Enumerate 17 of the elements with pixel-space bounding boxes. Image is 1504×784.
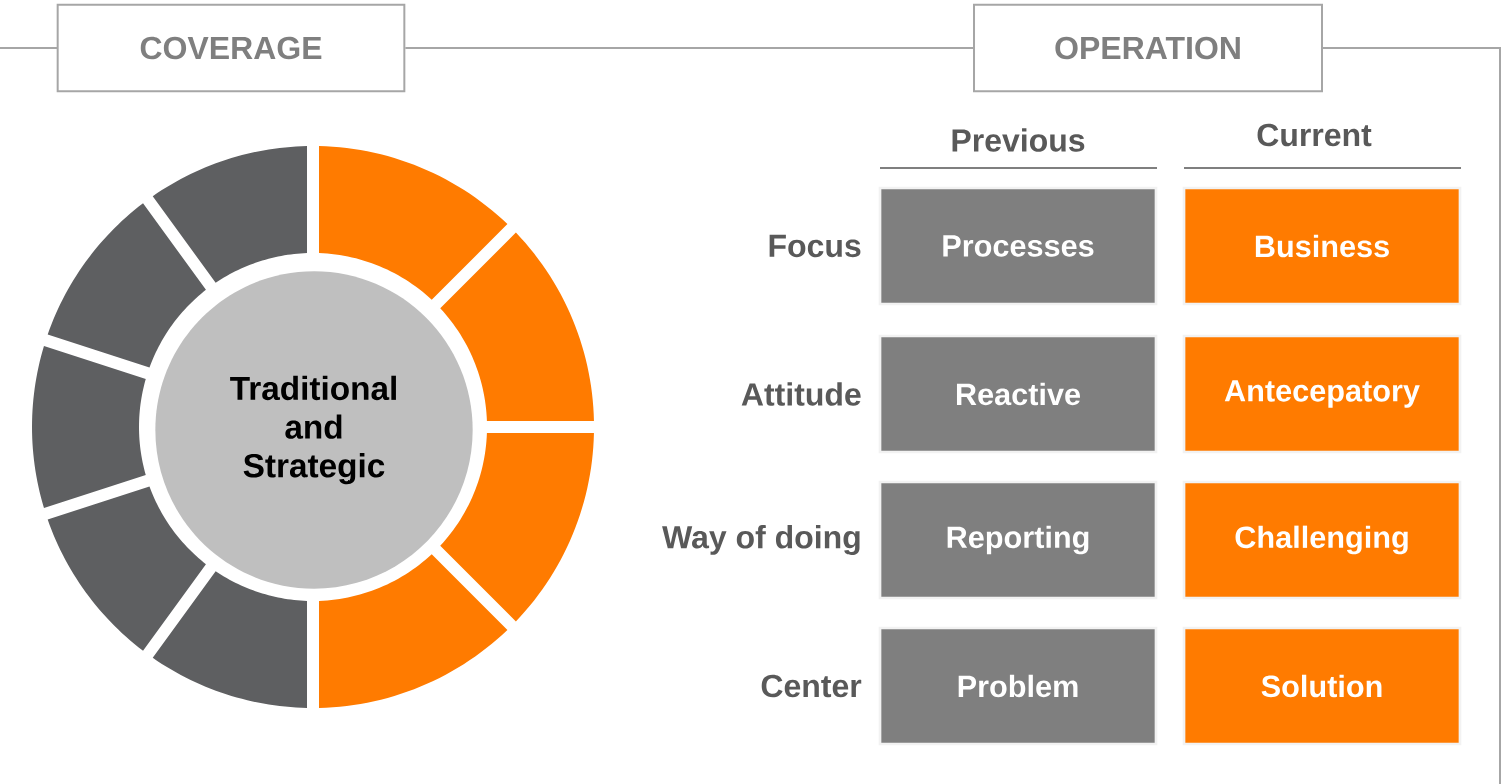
category-box: Challenging (1182, 480, 1462, 600)
column-header: Previous (952, 128, 1085, 152)
title-box: COVERAGE (56, 3, 406, 93)
category-box: Antecepatory (1182, 334, 1462, 454)
row-label: Focus (769, 234, 861, 258)
category-box: Processes (878, 186, 1158, 306)
row-label: Way of doing (662, 525, 860, 555)
row-label: Attitude (741, 382, 861, 406)
category-box: Problem (878, 626, 1158, 746)
category-box: Reporting (878, 480, 1158, 600)
connector-line (404, 47, 974, 49)
category-box: Reactive (878, 334, 1158, 454)
row-label: Center (761, 674, 862, 698)
category-box: Solution (1182, 626, 1462, 746)
category-box: Business (1182, 186, 1462, 306)
title-box: OPERATION (973, 3, 1323, 93)
column-header: Current (1257, 123, 1372, 147)
